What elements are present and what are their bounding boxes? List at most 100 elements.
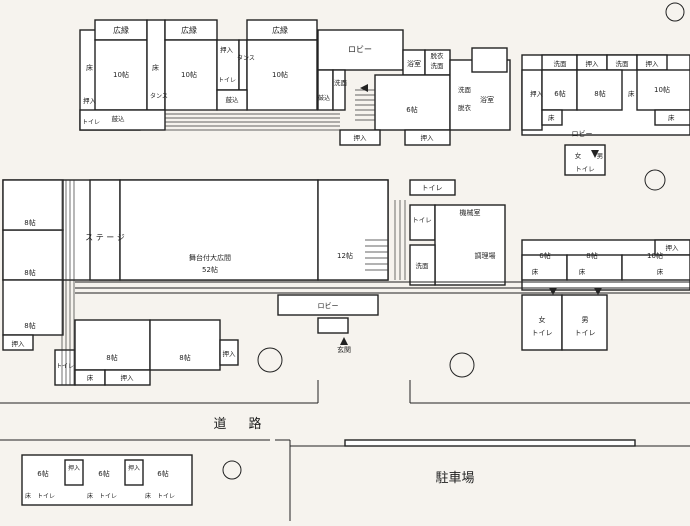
label-8: 8帖 xyxy=(24,218,35,227)
label-toko: 床 xyxy=(152,63,159,72)
toilet-onna-mr xyxy=(521,294,563,351)
toilet-mid-v xyxy=(409,204,436,241)
label-oshiire: 押入 xyxy=(530,89,544,98)
label-tansu: タンス xyxy=(150,92,168,100)
label-6: 6帖 xyxy=(37,469,48,478)
label-senmen: 洗面 xyxy=(416,261,430,270)
top-left-wing xyxy=(79,19,511,146)
room-10-mr xyxy=(621,254,690,281)
label-lobby: ロビー xyxy=(348,45,372,54)
label-toko: 床 xyxy=(145,492,151,500)
label-oshiire: 押入 xyxy=(121,373,135,382)
label-8: 8帖 xyxy=(586,251,597,260)
label-10: 10帖 xyxy=(647,251,663,260)
label-8: 8帖 xyxy=(179,353,190,362)
label-oshiire: 押入 xyxy=(666,243,680,252)
oshiire-tr xyxy=(521,69,543,131)
genkan-box xyxy=(317,317,349,334)
label-toko: 床 xyxy=(668,113,675,122)
middle-center xyxy=(277,179,506,334)
label-toilet: トイレ xyxy=(82,119,100,126)
label-toko: 床 xyxy=(86,63,93,72)
label-8: 8帖 xyxy=(106,353,117,362)
label-oshiire: 押入 xyxy=(646,59,660,68)
label-toilet: トイレ xyxy=(422,184,443,192)
label-12: 12帖 xyxy=(337,251,353,260)
label-toko: 床 xyxy=(657,267,664,276)
main-corridor xyxy=(61,180,690,385)
lobby-mid xyxy=(277,294,379,316)
label-toilet: トイレ xyxy=(157,493,175,500)
room-10-right xyxy=(246,39,318,111)
label-toko: 床 xyxy=(25,492,31,500)
label-6: 6帖 xyxy=(98,469,109,478)
label-toilet: トイレ xyxy=(575,329,596,337)
middle-left-hall xyxy=(2,179,389,386)
label-oshiire: 押入 xyxy=(68,464,80,472)
label-tsuzumi: 鼓込 xyxy=(112,114,126,123)
arrow-down-icon xyxy=(591,150,599,158)
arrow-left-icon xyxy=(360,84,368,92)
annex-oshiire-b xyxy=(124,459,144,486)
label-lobby: ロビー xyxy=(318,301,339,310)
label-toilet: トイレ xyxy=(37,493,55,500)
room-10-left xyxy=(94,39,148,111)
label-oshiire: 押入 xyxy=(12,339,26,348)
label-otoko: 男 xyxy=(582,316,589,324)
label-oshiire: 押入 xyxy=(223,349,237,358)
label-lobby: ロビー xyxy=(572,129,593,138)
stage-area xyxy=(89,179,121,281)
hall-main xyxy=(119,179,319,281)
label-toilet: トイレ xyxy=(56,363,74,370)
tsuzumi-top xyxy=(332,69,346,111)
label-toko: 床 xyxy=(87,492,93,500)
kikaishitsu xyxy=(434,204,506,286)
annex-oshiire-a xyxy=(64,459,84,486)
oshiire-top-b xyxy=(404,129,451,146)
label-toilet: トイレ xyxy=(99,493,117,500)
label-oshiire: 押入 xyxy=(83,96,97,105)
room-6-mr xyxy=(521,254,568,281)
label-hall-name: 舞台付大広間 xyxy=(189,253,231,262)
label-toko: 床 xyxy=(579,267,586,276)
label-senmen: 洗面 xyxy=(616,59,630,68)
arrows xyxy=(340,84,602,345)
label-yokushitsu: 浴室 xyxy=(480,95,494,104)
annex-block xyxy=(21,454,193,506)
label-toko: 床 xyxy=(548,113,555,122)
label-10: 10帖 xyxy=(654,85,670,94)
label-toilet: トイレ xyxy=(575,165,595,173)
senmen-mid xyxy=(409,244,436,286)
label-10: 10帖 xyxy=(272,70,288,79)
label-toko: 床 xyxy=(628,89,635,98)
label-senmen: 洗面 xyxy=(554,59,568,68)
label-koen: 広縁 xyxy=(272,25,288,35)
label-senmen: 洗面 xyxy=(334,78,348,87)
label-toko: 床 xyxy=(87,373,94,382)
room-8-low-b xyxy=(149,319,221,371)
label-oshiire: 押入 xyxy=(354,133,368,142)
label-onna: 女 xyxy=(575,151,582,160)
arrow-down-icon xyxy=(549,288,557,295)
label-8: 8帖 xyxy=(24,321,35,330)
toilet-mid xyxy=(409,179,456,196)
label-stage: ス テ ー ジ xyxy=(85,233,125,242)
corridor-top xyxy=(165,89,375,131)
tree-icon xyxy=(222,460,242,480)
lobby-top xyxy=(317,29,404,71)
label-koen: 広縁 xyxy=(181,25,197,35)
toko-tr-b xyxy=(654,109,690,126)
tree-icon xyxy=(665,2,685,22)
label-10: 10帖 xyxy=(181,70,197,79)
label-oshiire: 押入 xyxy=(421,133,435,142)
label-datsui: 脱衣 xyxy=(458,103,472,112)
label-toilet: トイレ xyxy=(532,329,553,337)
senmen-top xyxy=(317,69,334,111)
label-koen: 広縁 xyxy=(113,25,129,35)
label-6: 6帖 xyxy=(539,251,550,260)
arrow-up-icon xyxy=(340,337,348,345)
label-kikaishitsu: 機械室 xyxy=(460,208,481,217)
tansu-mid xyxy=(238,39,248,91)
tree-icon xyxy=(644,169,666,191)
